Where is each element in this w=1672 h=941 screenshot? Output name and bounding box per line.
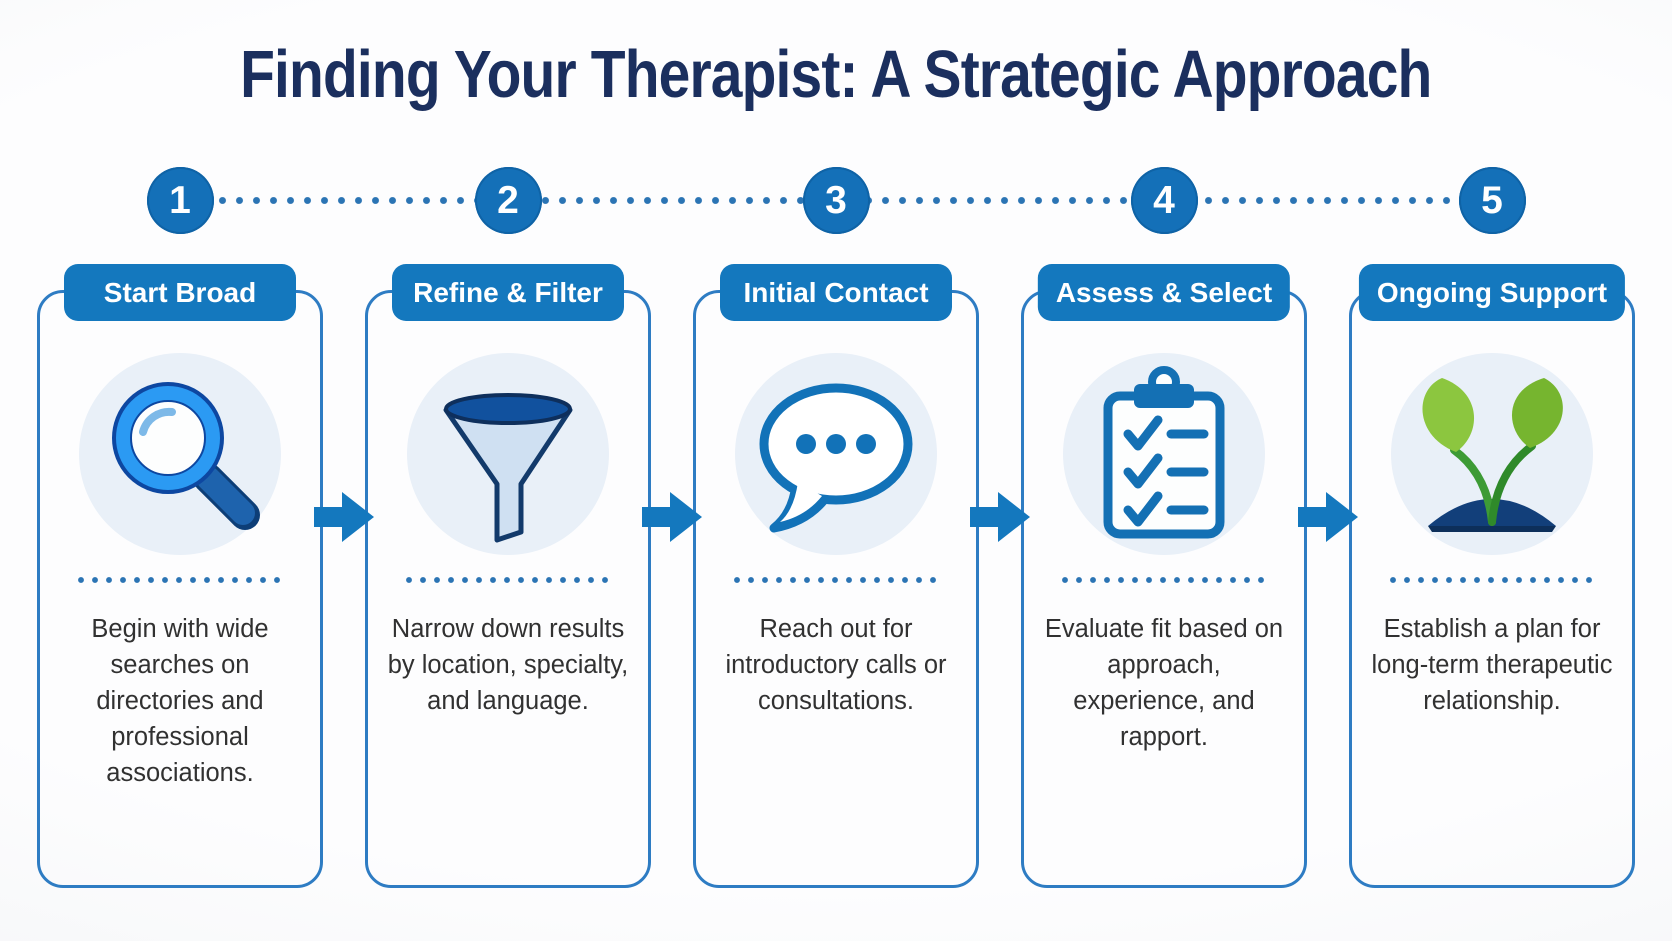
step-description: Begin with wide searches on directories …: [91, 615, 269, 787]
flow-arrow-icon: [642, 492, 702, 542]
step-description: Narrow down results by location, special…: [387, 615, 629, 715]
page-title: Finding Your Therapist: A Strategic Appr…: [240, 37, 1432, 112]
step-number-badge: 3: [802, 167, 870, 234]
step-card-refine-filter: Refine & Filter Narrow down results by l…: [365, 264, 651, 888]
step-header: Ongoing Support: [1358, 264, 1626, 321]
speech-bubble-icon: [735, 353, 937, 555]
flow-arrow-icon: [314, 492, 374, 542]
step-description: Evaluate fit based on approach, experien…: [1044, 615, 1284, 751]
step-cards-row: Start Broad Begin with wide searches on …: [37, 264, 1635, 888]
flow-arrow-icon: [970, 492, 1030, 542]
step-card-start-broad: Start Broad Begin with wide searches on …: [37, 264, 323, 888]
funnel-icon: [407, 353, 609, 555]
seedling-icon: [1391, 353, 1593, 555]
step-number-badge: 5: [1458, 167, 1526, 234]
card-dotted-divider: [1058, 577, 1270, 583]
flow-arrow-icon: [1298, 492, 1358, 542]
step-header: Refine & Filter: [392, 264, 624, 321]
magnifier-icon: [79, 353, 281, 555]
card-dotted-divider: [1386, 577, 1598, 583]
step-number-badge: 2: [474, 167, 542, 234]
card-dotted-divider: [402, 577, 614, 583]
step-header: Initial Contact: [720, 264, 952, 321]
step-number-row: 1 2 3 4 5: [37, 167, 1635, 234]
clipboard-checklist-icon: [1063, 353, 1265, 555]
step-number-badge: 4: [1130, 167, 1198, 234]
step-description: Reach out for introductory calls or cons…: [725, 615, 947, 715]
step-header: Assess & Select: [1037, 264, 1291, 321]
step-description: Establish a plan for long-term therapeut…: [1371, 615, 1613, 715]
step-card-assess-select: Assess & Select Evaluate fit based on ap…: [1021, 264, 1307, 888]
card-dotted-divider: [730, 577, 942, 583]
step-card-initial-contact: Initial Contact Reach out for introducto…: [693, 264, 979, 888]
card-dotted-divider: [74, 577, 286, 583]
step-header: Start Broad: [64, 264, 296, 321]
step-number-badge: 1: [146, 167, 214, 234]
step-card-ongoing-support: Ongoing Support Establish a plan for lon…: [1349, 264, 1635, 888]
